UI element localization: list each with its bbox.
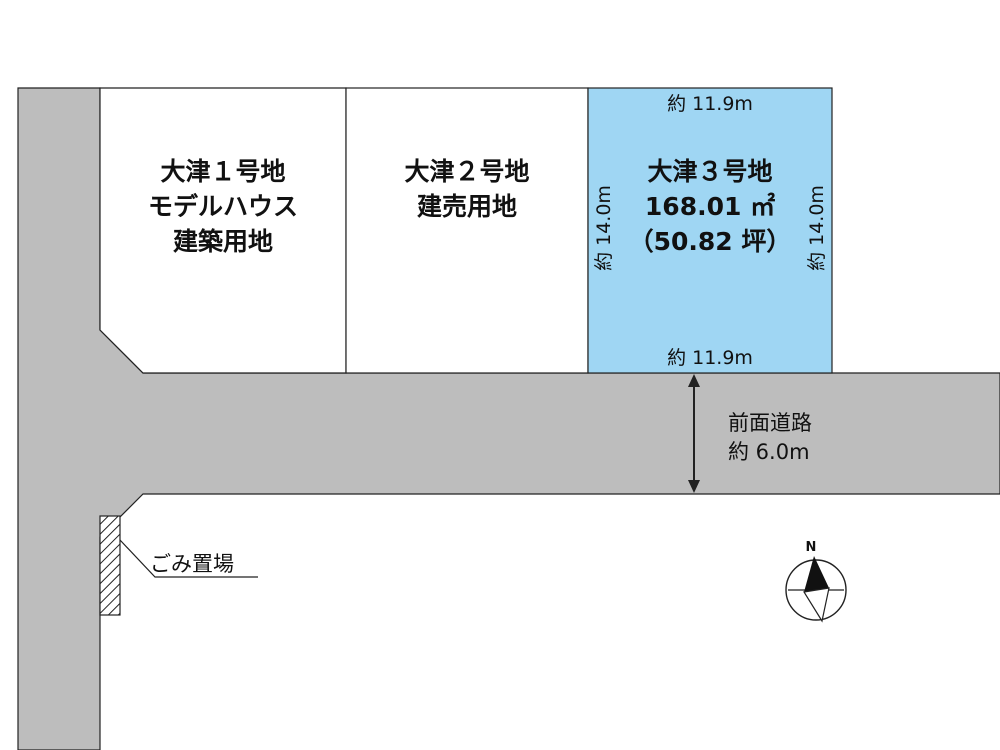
lot-1	[99, 87, 347, 374]
compass-north-label: N	[806, 540, 817, 555]
lot-3-area-tsubo: （50.82 坪）	[629, 227, 792, 256]
lot-2-label-line-2: 建売用地	[417, 192, 517, 221]
garbage-area-hatch	[99, 515, 121, 616]
garbage-area-label: ごみ置場	[150, 552, 234, 576]
dimension-bottom-width: 約 11.9m	[667, 347, 753, 369]
dimension-right-depth: 約 14.0m	[806, 185, 828, 271]
road-name: 前面道路	[728, 411, 812, 435]
lot-3-label-line-1: 大津３号地	[647, 157, 772, 186]
lot-1-label-line-1: 大津１号地	[160, 157, 285, 186]
road-width: 約 6.0m	[728, 440, 810, 464]
dimension-top-width: 約 11.9m	[667, 93, 753, 115]
lot-3	[587, 87, 833, 374]
dimension-left-depth: 約 14.0m	[593, 185, 615, 271]
road-width-arrow	[688, 374, 700, 493]
garbage-area-leader	[119, 539, 258, 578]
lot-3-area-sqm: 168.01 ㎡	[645, 192, 775, 221]
lot-1-label-line-2: モデルハウス	[148, 192, 298, 221]
lot-2	[345, 87, 589, 374]
lot-1-label-line-3: 建築用地	[173, 227, 273, 256]
compass-icon	[785, 556, 847, 623]
lot-2-label-line-1: 大津２号地	[404, 157, 529, 186]
